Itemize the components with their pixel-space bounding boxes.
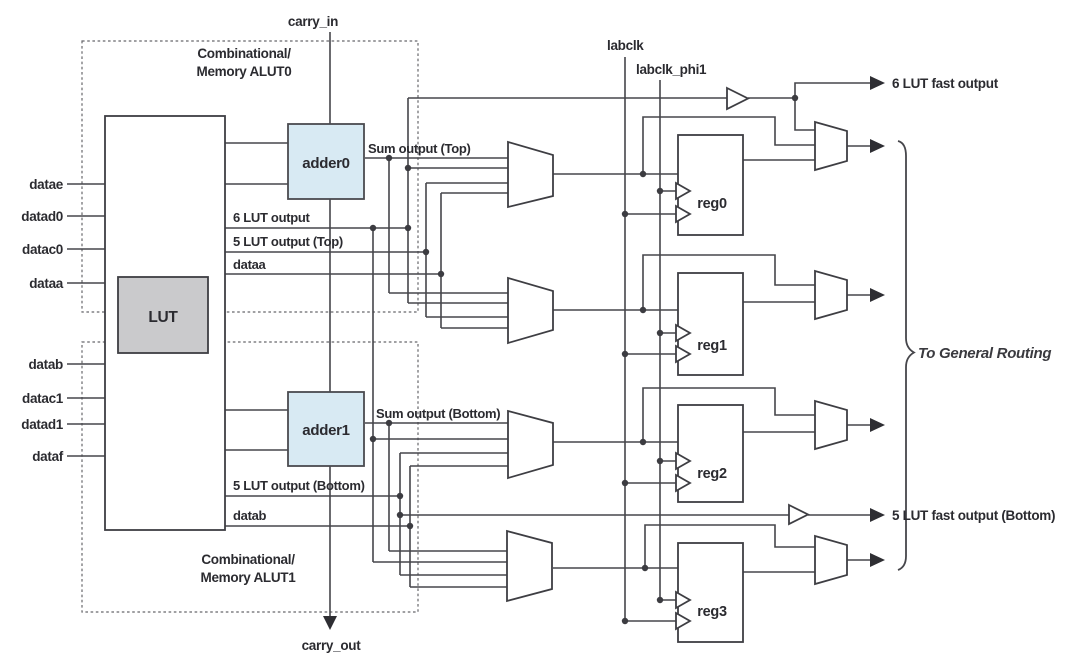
input-label-datae: datae bbox=[29, 177, 64, 192]
wires-lut-to-adders bbox=[225, 142, 288, 451]
adder0-label: adder0 bbox=[302, 155, 349, 172]
alut1-dashed-box bbox=[81, 341, 419, 613]
wires-signal-horizontals bbox=[225, 157, 508, 588]
arrow-out1-icon bbox=[870, 288, 885, 302]
alut1-caption-line1: Combinational/ bbox=[201, 552, 295, 567]
arrow-out3-icon bbox=[870, 553, 885, 567]
reg3-box bbox=[677, 542, 744, 643]
carry-in-label: carry_in bbox=[288, 14, 338, 29]
mux-reg0-output bbox=[814, 120, 848, 172]
labclk-label: labclk bbox=[607, 38, 644, 53]
mux-reg1-input bbox=[507, 276, 554, 345]
mux-reg3-output bbox=[814, 534, 848, 586]
buffer-6lut-fast-icon bbox=[726, 86, 751, 111]
mux-reg2-input bbox=[507, 409, 554, 480]
wires-fast-outputs bbox=[400, 82, 870, 516]
mux-reg1-output bbox=[814, 269, 848, 321]
alut1-caption-line2: Memory ALUT1 bbox=[201, 570, 297, 585]
input-label-datad0: datad0 bbox=[21, 209, 63, 224]
mux-reg2-output bbox=[814, 399, 848, 451]
to-general-routing-brace bbox=[897, 140, 916, 571]
signal-6lut-output-label: 6 LUT output bbox=[233, 210, 311, 225]
input-label-datad1: datad1 bbox=[21, 417, 64, 432]
input-label-datac0: datac0 bbox=[22, 242, 63, 257]
wires-mux-to-reg bbox=[553, 173, 678, 569]
arrow-out2-icon bbox=[870, 418, 885, 432]
reg2-label: reg2 bbox=[697, 466, 727, 482]
output-5lut-fast-bottom-label: 5 LUT fast output (Bottom) bbox=[892, 508, 1055, 523]
reg2-box bbox=[677, 404, 744, 503]
arrow-out0-icon bbox=[870, 139, 885, 153]
wires-bypass-risers bbox=[642, 116, 815, 568]
lut-inner-box bbox=[117, 276, 209, 354]
output-6lut-fast-label: 6 LUT fast output bbox=[892, 76, 999, 91]
wires-clock-rails bbox=[624, 57, 676, 622]
reg0-label: reg0 bbox=[697, 196, 727, 212]
mux-reg0-input bbox=[507, 140, 554, 209]
input-label-datab: datab bbox=[28, 357, 63, 372]
arrowheads bbox=[323, 76, 885, 630]
signal-sum-output-top-label: Sum output (Top) bbox=[368, 141, 471, 156]
wires-left-inputs bbox=[67, 183, 105, 457]
reg-clock-chevrons bbox=[675, 181, 692, 631]
arrow-carry-out-icon bbox=[323, 616, 337, 630]
junction-dots bbox=[369, 94, 799, 625]
mux-reg3-input bbox=[506, 529, 553, 603]
adder1-box bbox=[287, 391, 365, 467]
lut-label: LUT bbox=[148, 309, 178, 326]
wires-final-outputs bbox=[847, 145, 870, 561]
buffer-5lut-fast-icon bbox=[788, 503, 811, 526]
input-label-datac1: datac1 bbox=[22, 391, 64, 406]
arrow-5lut-fast-icon bbox=[870, 508, 885, 522]
adder1-label: adder1 bbox=[302, 422, 349, 439]
alut0-caption-line1: Combinational/ bbox=[197, 46, 291, 61]
wires-reg-outputs bbox=[743, 159, 815, 573]
signal-5lut-output-top-label: 5 LUT output (Top) bbox=[233, 234, 343, 249]
arrow-6lut-fast-icon bbox=[870, 76, 885, 90]
wires-signal-verticals bbox=[372, 98, 442, 587]
signal-dataa-label: dataa bbox=[233, 257, 267, 272]
input-label-dataa: dataa bbox=[29, 276, 64, 291]
reg1-label: reg1 bbox=[697, 338, 727, 354]
adder0-box bbox=[287, 123, 365, 200]
input-label-dataf: dataf bbox=[32, 449, 64, 464]
alut0-caption-line2: Memory ALUT0 bbox=[197, 64, 292, 79]
reg0-box bbox=[677, 134, 744, 236]
reg3-label: reg3 bbox=[697, 604, 727, 620]
signal-sum-output-bottom-label: Sum output (Bottom) bbox=[376, 406, 500, 421]
carry-out-label: carry_out bbox=[302, 638, 362, 653]
signal-datab-label: datab bbox=[233, 508, 267, 523]
signal-5lut-output-bottom-label: 5 LUT output (Bottom) bbox=[233, 478, 365, 493]
to-general-routing-label: To General Routing bbox=[918, 345, 1051, 362]
alut0-dashed-box bbox=[81, 40, 419, 313]
reg1-box bbox=[677, 272, 744, 376]
labclk-phi1-label: labclk_phi1 bbox=[636, 62, 707, 77]
